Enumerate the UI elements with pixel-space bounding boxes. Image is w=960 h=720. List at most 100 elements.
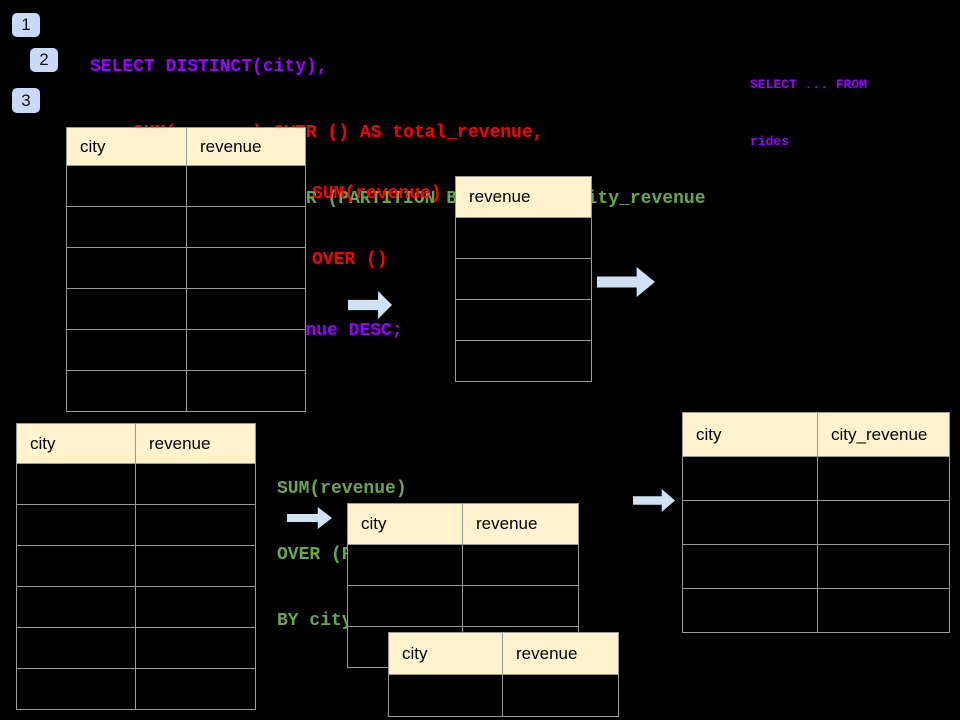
step-badge-1: 1	[12, 13, 40, 37]
empty-cell	[462, 585, 579, 627]
empty-cell	[455, 258, 592, 300]
column-header-revenue: revenue	[502, 632, 619, 675]
column-header-city: city	[682, 412, 818, 457]
table-header-row: city revenue	[347, 503, 579, 545]
table-source-bottom: city revenue	[16, 423, 256, 710]
empty-cell	[682, 456, 818, 501]
annotation-total-line1: SUM(revenue)	[312, 184, 442, 204]
table-header-row: revenue	[455, 176, 592, 218]
empty-cell	[502, 674, 619, 717]
empty-cell	[817, 500, 950, 545]
select-from-note: SELECT ... FROM rides	[750, 37, 867, 170]
empty-cell	[135, 586, 256, 628]
empty-cell	[135, 668, 256, 710]
empty-cell	[16, 668, 136, 710]
empty-cell	[135, 545, 256, 587]
empty-cell	[817, 544, 950, 589]
empty-cell	[16, 545, 136, 587]
empty-cell	[186, 329, 306, 371]
table-row	[347, 544, 579, 586]
select-from-note-line1: SELECT ... FROM	[750, 77, 868, 92]
empty-cell	[455, 340, 592, 382]
table-row	[16, 627, 256, 669]
table-row	[66, 165, 306, 207]
column-header-city: city	[66, 127, 187, 166]
table-result-right: city city_revenue	[682, 412, 950, 633]
table-row	[455, 217, 592, 259]
annotation-total-line2: OVER ()	[312, 250, 388, 270]
empty-cell	[388, 674, 503, 717]
empty-cell	[186, 370, 306, 412]
table-row	[16, 463, 256, 505]
table-partition-front: city revenue	[388, 632, 619, 717]
empty-cell	[347, 544, 463, 586]
empty-cell	[462, 544, 579, 586]
empty-cell	[682, 544, 818, 589]
table-row	[455, 258, 592, 300]
table-row	[682, 456, 950, 501]
table-header-row: city city_revenue	[682, 412, 950, 457]
table-row	[66, 247, 306, 289]
empty-cell	[66, 206, 187, 248]
table-row	[388, 674, 619, 717]
empty-cell	[682, 588, 818, 633]
empty-cell	[66, 329, 187, 371]
column-header-revenue: revenue	[462, 503, 579, 545]
empty-cell	[455, 217, 592, 259]
annotation-partition-line1: SUM(revenue)	[277, 479, 407, 499]
right-arrow-icon	[348, 291, 392, 319]
column-header-city: city	[16, 423, 136, 464]
table-row	[66, 370, 306, 412]
right-arrow-icon	[597, 267, 655, 297]
column-header-revenue: revenue	[455, 176, 592, 218]
table-row	[455, 299, 592, 341]
empty-cell	[135, 504, 256, 546]
table-row	[66, 206, 306, 248]
empty-cell	[66, 370, 187, 412]
empty-cell	[66, 288, 187, 330]
table-header-row: city revenue	[66, 127, 306, 166]
sql-line-select: SELECT DISTINCT(city),	[90, 57, 328, 77]
table-row	[66, 329, 306, 371]
empty-cell	[16, 463, 136, 505]
step-badge-2: 2	[30, 48, 58, 72]
empty-cell	[16, 586, 136, 628]
empty-cell	[16, 627, 136, 669]
table-source-top: city revenue	[66, 127, 306, 412]
empty-cell	[347, 585, 463, 627]
right-arrow-icon	[287, 507, 332, 529]
empty-cell	[186, 288, 306, 330]
empty-cell	[682, 500, 818, 545]
right-arrow-icon	[633, 489, 675, 512]
column-header-city: city	[347, 503, 463, 545]
empty-cell	[186, 165, 306, 207]
empty-cell	[66, 165, 187, 207]
annotation-total-revenue: SUM(revenue) OVER ()	[312, 139, 442, 293]
empty-cell	[817, 456, 950, 501]
table-revenue-only: revenue	[455, 176, 592, 382]
empty-cell	[186, 206, 306, 248]
step-badge-3: 3	[12, 88, 40, 113]
empty-cell	[135, 627, 256, 669]
select-from-note-line2: rides	[750, 134, 790, 149]
column-header-city-revenue: city_revenue	[817, 412, 950, 457]
table-row	[682, 544, 950, 589]
table-header-row: city revenue	[388, 632, 619, 675]
empty-cell	[66, 247, 187, 289]
table-row	[16, 668, 256, 710]
table-row	[347, 585, 579, 627]
empty-cell	[16, 504, 136, 546]
table-header-row: city revenue	[16, 423, 256, 464]
empty-cell	[817, 588, 950, 633]
table-row	[682, 500, 950, 545]
column-header-revenue: revenue	[186, 127, 306, 166]
table-row	[16, 545, 256, 587]
table-row	[66, 288, 306, 330]
table-row	[682, 588, 950, 633]
table-row	[16, 586, 256, 628]
empty-cell	[455, 299, 592, 341]
column-header-city: city	[388, 632, 503, 675]
column-header-revenue: revenue	[135, 423, 256, 464]
empty-cell	[135, 463, 256, 505]
